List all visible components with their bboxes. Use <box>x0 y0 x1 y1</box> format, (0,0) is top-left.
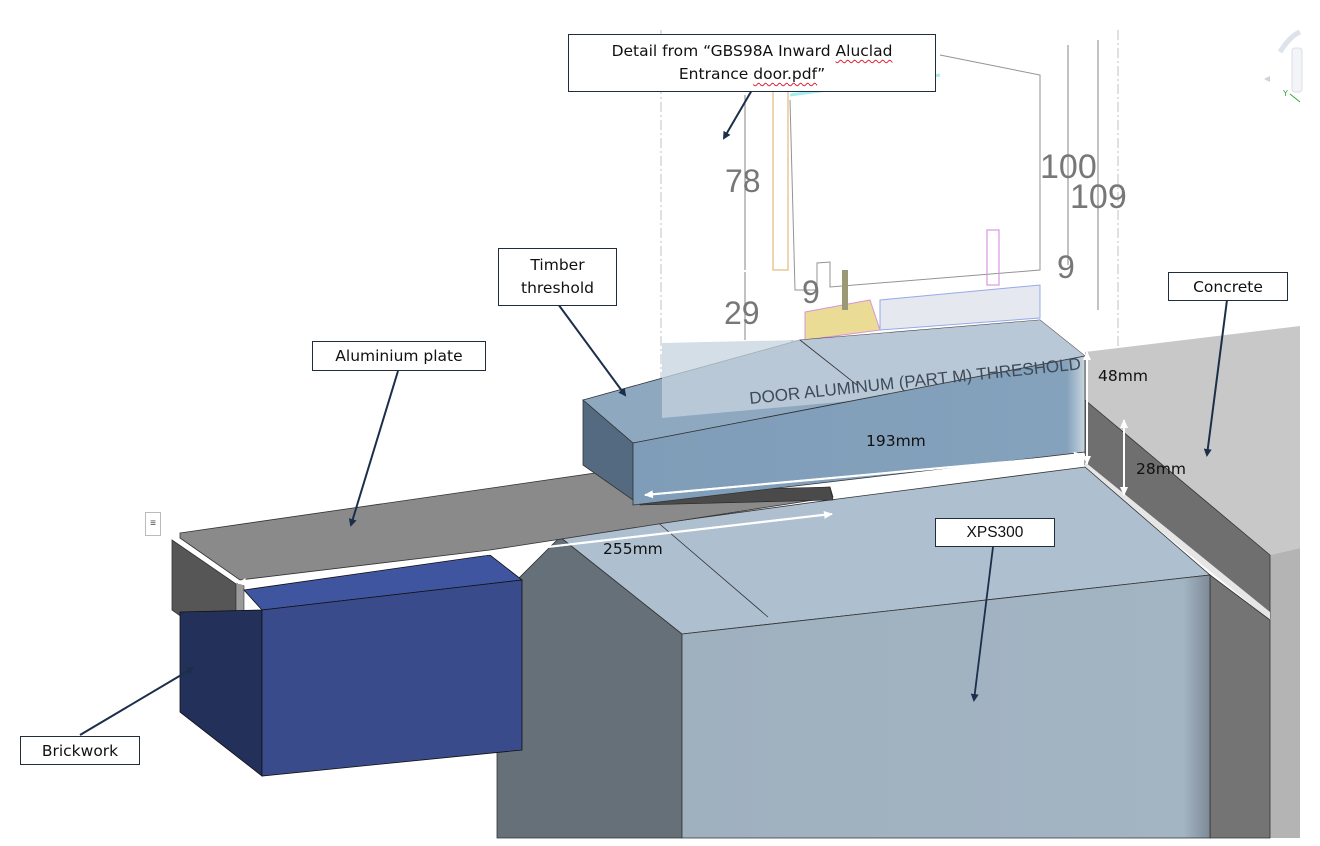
leader-brickwork <box>79 666 195 736</box>
callout-timber-threshold: Timber threshold <box>498 248 617 306</box>
concrete-lower-face <box>1209 574 1271 839</box>
threshold-bevel-line <box>799 339 858 386</box>
callout-concrete: Concrete <box>1168 272 1288 301</box>
axis-y-label: Y <box>1282 89 1288 98</box>
threshold-profile-alu <box>879 284 1041 331</box>
overlay-dim-109: 109 <box>1070 178 1127 216</box>
callout-pdf-detail: Detail from “GBS98A Inward Aluclad Entra… <box>568 34 936 92</box>
dim-label-193mm: 193mm <box>866 432 926 450</box>
view-cube-face[interactable] <box>1291 47 1303 93</box>
text-box-handle-icon[interactable]: ≡ <box>145 512 161 536</box>
callout-brickwork: Brickwork <box>20 736 140 765</box>
door-frame-profile <box>772 89 789 271</box>
xps-top-face <box>559 466 1211 635</box>
dim-255-arrow-right <box>237 510 833 584</box>
overlay-dim-78: 78 <box>725 163 761 199</box>
dim-label-48mm: 48mm <box>1098 367 1148 385</box>
concrete-block <box>1084 326 1300 839</box>
overlay-dim-29: 29 <box>724 295 760 331</box>
concrete-step-edge <box>1085 462 1270 620</box>
view-cube[interactable]: Y <box>1264 29 1303 103</box>
weather-seal <box>986 229 1000 286</box>
door-outline <box>789 54 1041 291</box>
dimension-arrows <box>237 351 1128 587</box>
dim-193-arrow-right <box>644 451 1083 496</box>
door-detail-overlay <box>660 30 1119 400</box>
overlay-dim-9a: 9 <box>802 274 820 310</box>
leader-detail <box>722 89 753 140</box>
view-left-arrow-icon[interactable] <box>1264 76 1270 82</box>
threshold-overlay-panel <box>662 320 1085 418</box>
overlay-dim-9b: 9 <box>1057 249 1075 285</box>
view-rotate-icon[interactable] <box>1277 29 1302 54</box>
concrete-top-face <box>1085 326 1300 555</box>
callout-xps300: XPS300 <box>935 518 1055 547</box>
axis-y-line <box>1289 93 1301 103</box>
spellcheck-flagged-word: door.pdf <box>753 65 818 83</box>
door-drip <box>842 270 848 310</box>
brick-front-face <box>261 579 523 777</box>
timber-threshold <box>582 319 1086 506</box>
leader-concrete <box>1203 299 1228 457</box>
callout-aluminium-plate: Aluminium plate <box>312 341 486 371</box>
brickwork-block <box>179 554 524 777</box>
leader-lines <box>79 89 1228 736</box>
brick-side-face <box>179 609 263 777</box>
spellcheck-flagged-word: Aluclad <box>835 42 893 60</box>
dim-label-28mm: 28mm <box>1136 460 1186 478</box>
concrete-front-face <box>1270 548 1300 838</box>
leader-aluminium <box>348 370 399 527</box>
dim-label-255mm: 255mm <box>603 540 663 558</box>
xps-joint-line <box>654 519 769 618</box>
leader-xps <box>970 546 994 702</box>
xps-front-face <box>681 574 1211 839</box>
threshold-front-face <box>632 355 1086 506</box>
overlay-dim-100: 100 <box>1040 148 1097 186</box>
xps-block <box>496 466 1211 839</box>
leader-timber <box>557 303 627 397</box>
